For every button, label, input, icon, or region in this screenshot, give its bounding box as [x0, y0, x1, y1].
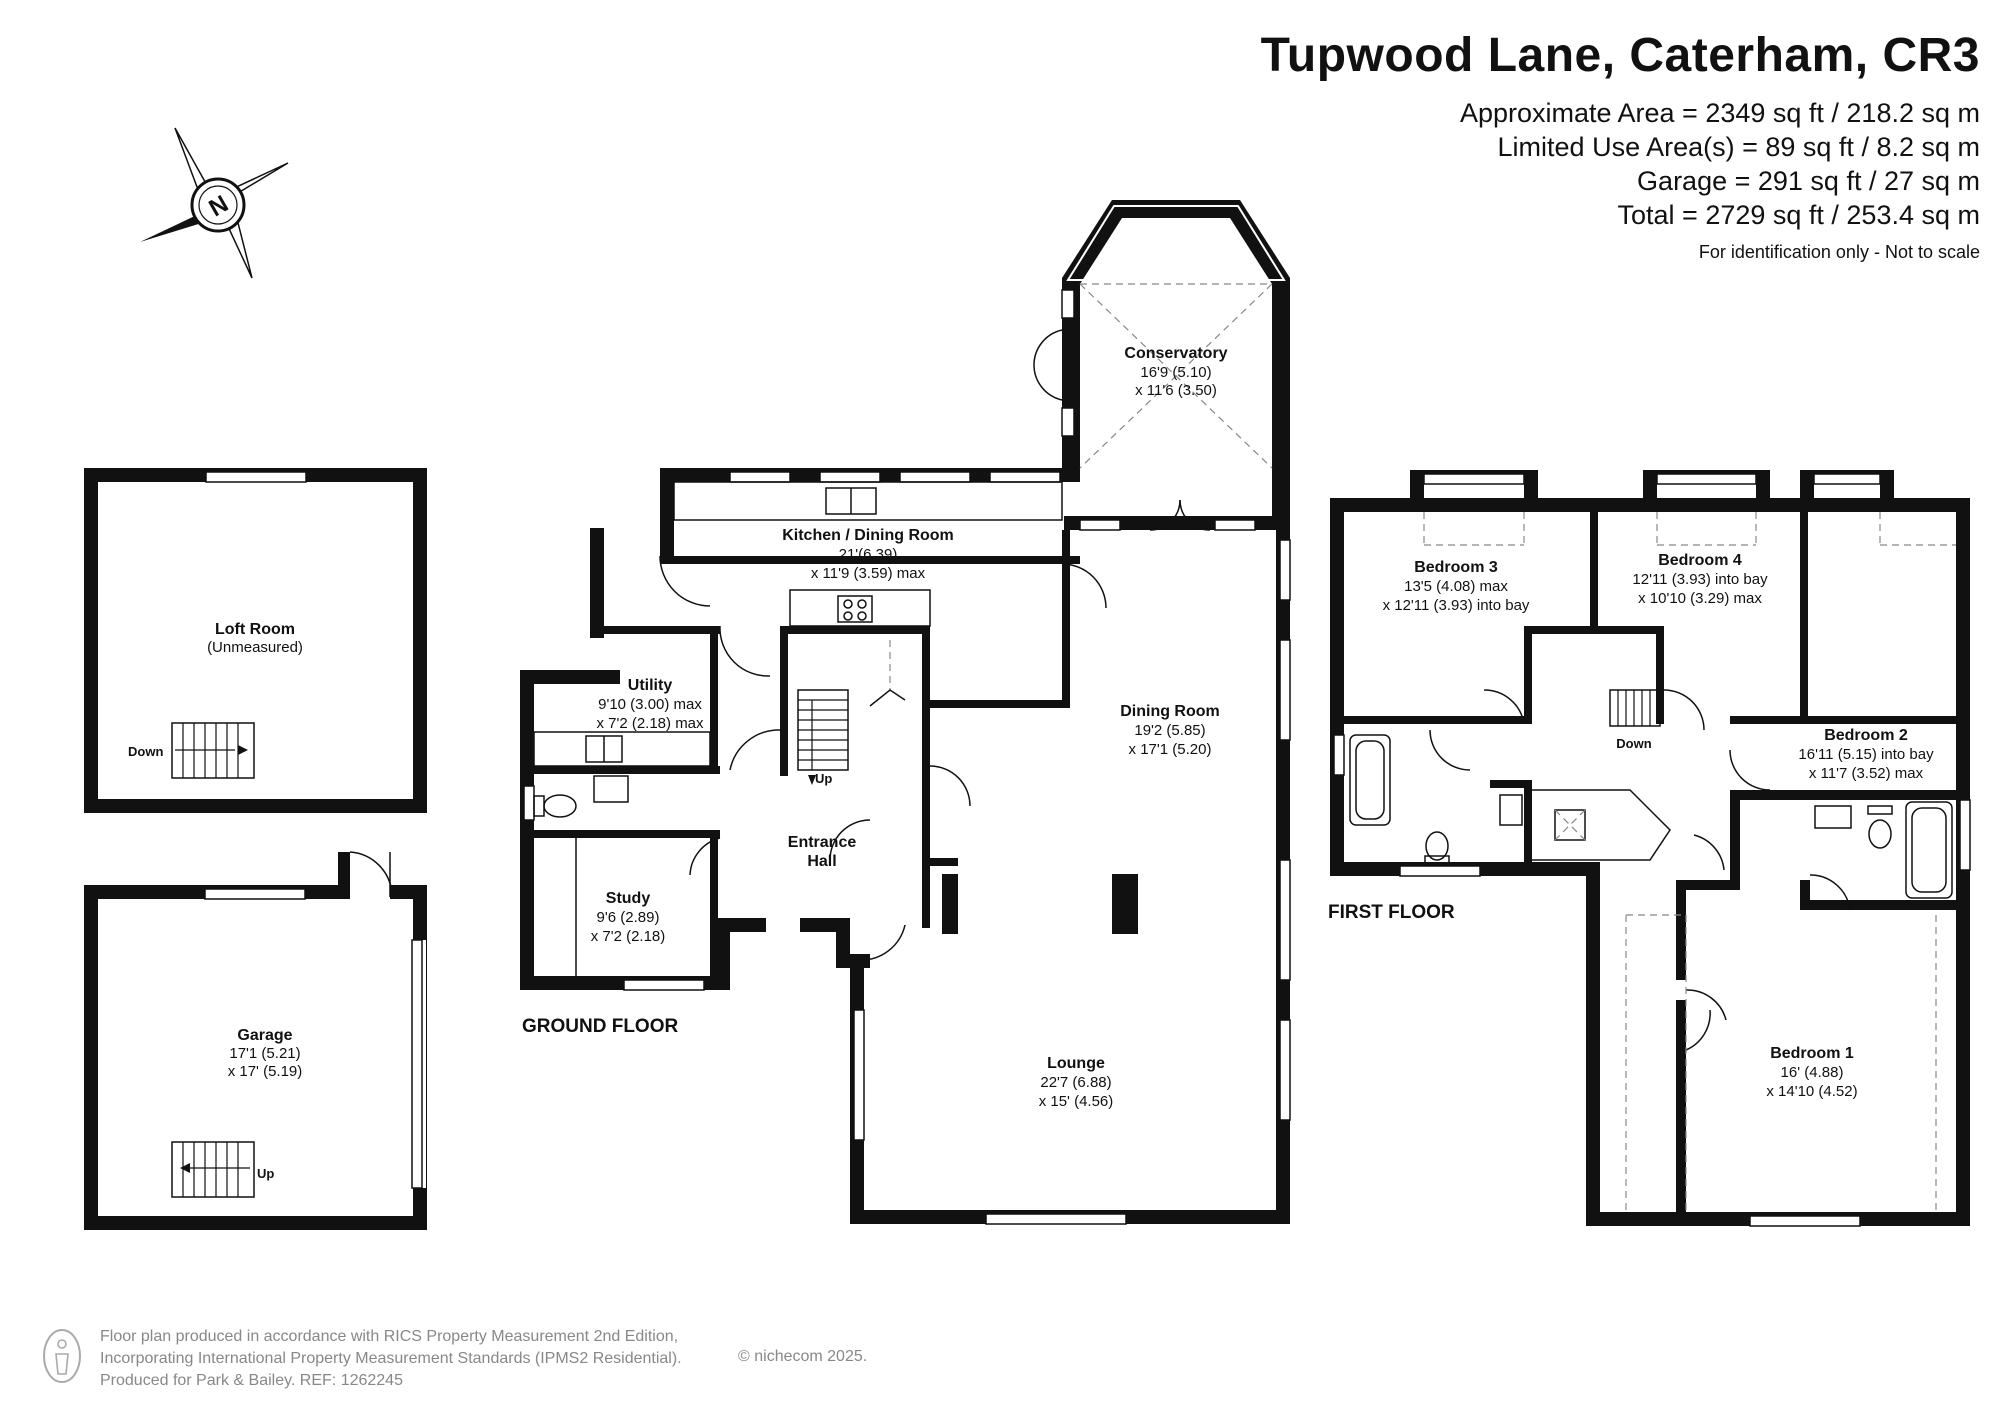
- room-garage-label: Garage 17'1 (5.21) x 17' (5.19): [228, 1027, 303, 1080]
- room-bed4-label: Bedroom 4 12'11 (3.93) into bay x 10'10 …: [1632, 552, 1768, 607]
- room-kitchen-label: Kitchen / Dining Room 21'(6.39) x 11'9 (…: [782, 527, 954, 582]
- room-dimension: 22'7 (6.88): [1040, 1074, 1111, 1091]
- room-dimension: 13'5 (4.08) max: [1404, 578, 1508, 595]
- room-dimension: x 14'10 (4.52): [1766, 1083, 1857, 1100]
- footer-line: Incorporating International Property Mea…: [100, 1350, 682, 1367]
- room-dimension: 16'11 (5.15) into bay: [1798, 746, 1934, 763]
- loft-room: [84, 468, 427, 813]
- room-dimension: x 15' (4.56): [1039, 1093, 1114, 1110]
- first-floor-label: FIRST FLOOR: [1328, 902, 1455, 923]
- approximate-area: Approximate Area = 2349 sq ft / 218.2 sq…: [1459, 98, 1980, 128]
- garage-stairs-up-label: Up: [257, 1166, 274, 1181]
- room-dimension: x 11'9 (3.59) max: [811, 565, 926, 582]
- room-dimension: 9'10 (3.00) max: [598, 696, 702, 713]
- room-name: Lounge: [1047, 1055, 1105, 1072]
- room-dimension: 12'11 (3.93) into bay: [1632, 571, 1768, 588]
- ground-floor: [520, 468, 1291, 1225]
- room-dimension: x 17'1 (5.20): [1129, 741, 1212, 758]
- room-dimension: 21'(6.39): [839, 546, 898, 563]
- room-name: Bedroom 4: [1658, 552, 1742, 569]
- conservatory: [1033, 200, 1290, 530]
- room-dimension: 9'6 (2.89): [597, 909, 660, 926]
- footer-notes: Floor plan produced in accordance with R…: [100, 1326, 682, 1392]
- room-dimension: 19'2 (5.85): [1134, 722, 1205, 739]
- room-name: Utility: [628, 677, 673, 694]
- first-floor: [1330, 470, 1971, 1227]
- room-dimension: x 12'11 (3.93) into bay: [1383, 597, 1530, 614]
- ground-stairs-up-label: Up: [815, 771, 832, 786]
- nichecom-logo-icon: [43, 1329, 81, 1383]
- room-name: Dining Room: [1120, 703, 1220, 720]
- room-dimension: (Unmeasured): [207, 639, 303, 656]
- room-name: Bedroom 2: [1824, 727, 1908, 744]
- room-name: Bedroom 3: [1414, 559, 1498, 576]
- room-bed3-label: Bedroom 3 13'5 (4.08) max x 12'11 (3.93)…: [1383, 559, 1530, 614]
- ground-floor-label: GROUND FLOOR: [522, 1016, 678, 1037]
- footer-line: Floor plan produced in accordance with R…: [100, 1328, 679, 1345]
- footer-line: Produced for Park & Bailey. REF: 1262245: [100, 1372, 403, 1389]
- room-dimension: 16'9 (5.10): [1140, 364, 1211, 381]
- room-bed1-label: Bedroom 1 16' (4.88) x 14'10 (4.52): [1766, 1045, 1857, 1100]
- loft-stairs-down-label: Down: [128, 744, 163, 759]
- room-name: Bedroom 1: [1770, 1045, 1854, 1062]
- room-name: Hall: [807, 853, 836, 870]
- room-name: Study: [606, 890, 651, 907]
- room-name: Garage: [237, 1027, 292, 1044]
- garage-area: Garage = 291 sq ft / 27 sq m: [1637, 166, 1980, 196]
- room-lounge-label: Lounge 22'7 (6.88) x 15' (4.56): [1039, 1055, 1114, 1110]
- scale-disclaimer: For identification only - Not to scale: [1698, 242, 1980, 262]
- room-loft-label: Loft Room (Unmeasured): [207, 621, 303, 656]
- room-name: Kitchen / Dining Room: [782, 527, 954, 544]
- room-utility-label: Utility 9'10 (3.00) max x 7'2 (2.18) max: [596, 677, 704, 732]
- room-dimension: x 10'10 (3.29) max: [1638, 590, 1762, 607]
- copyright: © nichecom 2025.: [738, 1348, 868, 1365]
- room-dimension: x 11'6 (3.50): [1135, 382, 1217, 399]
- room-dimension: 17'1 (5.21): [229, 1045, 300, 1062]
- first-stairs-down-label: Down: [1616, 736, 1651, 751]
- room-name: Conservatory: [1124, 345, 1227, 362]
- total-area: Total = 2729 sq ft / 253.4 sq m: [1617, 200, 1980, 230]
- room-name: Loft Room: [215, 621, 295, 638]
- garage: [84, 851, 427, 1230]
- room-conservatory-label: Conservatory 16'9 (5.10) x 11'6 (3.50): [1124, 345, 1227, 399]
- room-dimension: x 7'2 (2.18): [591, 928, 666, 945]
- compass-icon: N: [140, 127, 289, 279]
- room-study-label: Study 9'6 (2.89) x 7'2 (2.18): [591, 890, 666, 945]
- room-dimension: x 17' (5.19): [228, 1063, 303, 1080]
- room-dimension: x 7'2 (2.18) max: [596, 715, 704, 732]
- property-title: Tupwood Lane, Caterham, CR3: [1260, 29, 1980, 82]
- room-hall-label: Entrance Hall: [788, 834, 857, 870]
- room-bed2-label: Bedroom 2 16'11 (5.15) into bay x 11'7 (…: [1798, 727, 1934, 782]
- limited-use-area: Limited Use Area(s) = 89 sq ft / 8.2 sq …: [1497, 132, 1980, 162]
- room-dimension: 16' (4.88): [1781, 1064, 1844, 1081]
- room-name: Entrance: [788, 834, 857, 851]
- room-dining-label: Dining Room 19'2 (5.85) x 17'1 (5.20): [1120, 703, 1220, 758]
- room-dimension: x 11'7 (3.52) max: [1809, 765, 1924, 782]
